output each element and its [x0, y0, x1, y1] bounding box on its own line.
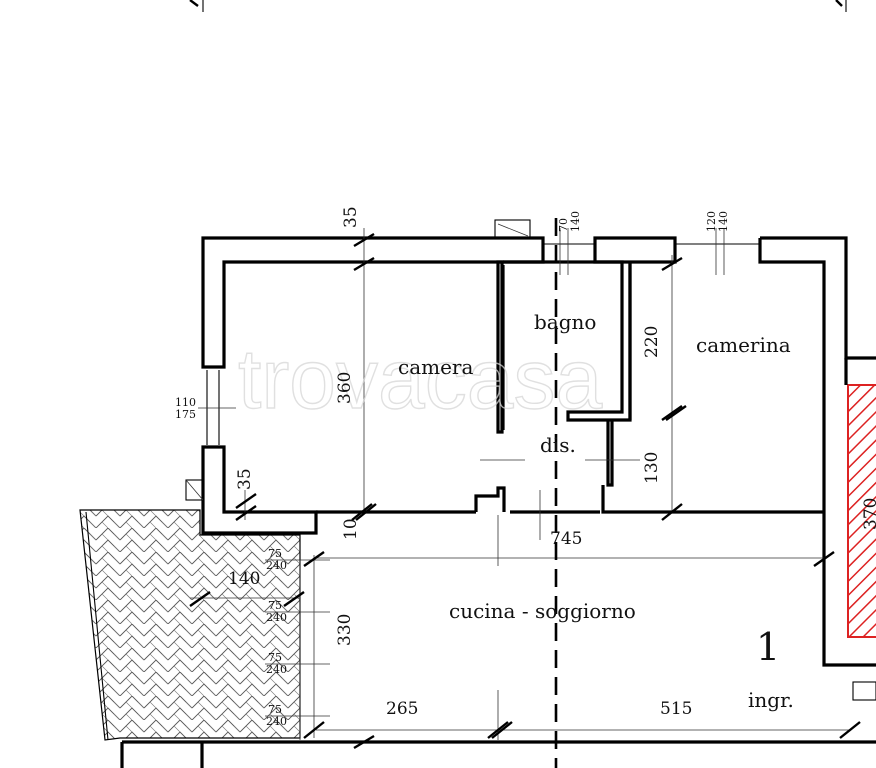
dim-wall-left: 35 — [235, 468, 255, 490]
dim-length-total: 745 — [550, 529, 582, 549]
dimension-ticks — [189, 232, 861, 750]
room-label-camera: camera — [398, 355, 473, 379]
dim-terrace-240-2: 240 — [266, 611, 287, 624]
dim-camerina-depth: 220 — [642, 326, 662, 358]
window-openings — [185, 219, 876, 701]
dim-camera-depth: 360 — [335, 372, 355, 404]
dim-length-left: 265 — [386, 699, 418, 719]
room-label-cucina-soggiorno: cucina - soggiorno — [449, 599, 636, 623]
dim-dis-depth: 130 — [642, 452, 662, 484]
dim-terrace-75-4: 75 — [268, 703, 282, 716]
hatched-wall-section — [847, 384, 876, 638]
dimension-labels: 360 220 130 330 35 35 10 370 745 265 515… — [228, 206, 876, 719]
dim-terrace-75-3: 75 — [268, 651, 282, 664]
room-label-camerina: camerina — [696, 333, 791, 357]
dim-window-bagno-a: 70 — [557, 218, 570, 232]
dim-window-bagno-b: 140 — [569, 211, 582, 232]
dim-window-camerina-b: 140 — [717, 211, 730, 232]
top-edge-marks — [189, 0, 847, 12]
interior-walls — [474, 260, 824, 514]
dim-terrace-240-1: 240 — [266, 559, 287, 572]
room-label-ingresso: ingr. — [748, 688, 794, 712]
dimension-lines — [190, 228, 850, 740]
terrace — [79, 509, 301, 741]
watermark-text: trovacasa — [238, 332, 602, 426]
dim-length-right: 515 — [660, 699, 692, 719]
dim-terrace-75-2: 75 — [268, 599, 282, 612]
room-labels: camera bagno camerina dis. cucina - sogg… — [398, 310, 794, 712]
dim-terrace-75-1: 75 — [268, 547, 282, 560]
window-dimension-labels: 110 175 70 140 120 140 75 240 75 240 75 … — [175, 211, 730, 728]
exterior-walls — [120, 236, 876, 768]
dim-wall-top: 35 — [341, 206, 361, 228]
dim-terrace-240-3: 240 — [266, 663, 287, 676]
unit-number: 1 — [756, 625, 780, 669]
dim-window-camera-bottom: 175 — [175, 408, 196, 421]
dim-right-side: 370 — [861, 498, 876, 530]
dim-wall-inner: 10 — [341, 518, 361, 540]
dim-window-camerina-a: 120 — [705, 211, 718, 232]
dim-cucina-depth: 330 — [335, 614, 355, 646]
dim-terrace-240-4: 240 — [266, 715, 287, 728]
dim-terrace-width: 140 — [228, 569, 260, 589]
room-label-bagno: bagno — [534, 310, 596, 334]
dim-window-camera-top: 110 — [175, 396, 196, 409]
room-label-dis: dis. — [540, 433, 576, 457]
